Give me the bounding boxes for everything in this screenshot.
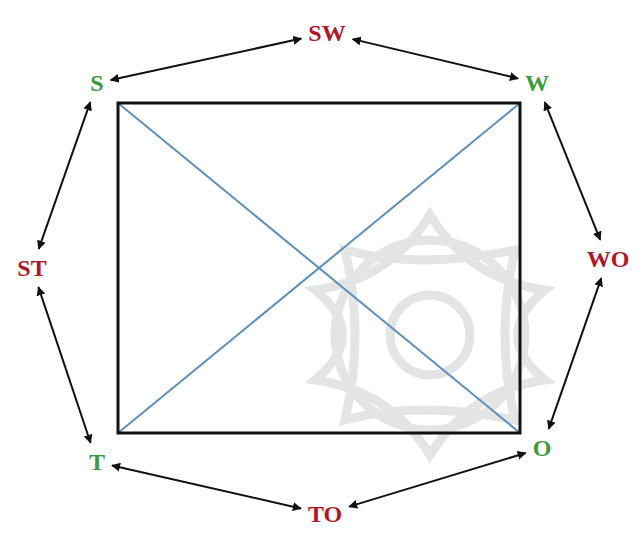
corner-label: O — [531, 434, 554, 462]
midpoint-label: ST — [15, 254, 48, 282]
diagonal-line — [118, 103, 520, 433]
node-text: W — [525, 70, 549, 96]
node-text: S — [90, 70, 103, 96]
node-text: WO — [587, 246, 630, 272]
double-arrow — [545, 102, 601, 240]
double-arrow — [112, 465, 301, 508]
midpoint-label: WO — [585, 245, 632, 273]
corner-label: W — [523, 69, 551, 97]
double-arrow — [353, 39, 518, 78]
corner-label: T — [87, 448, 107, 476]
node-text: SW — [308, 20, 345, 46]
double-arrow — [38, 287, 90, 443]
corner-label: S — [88, 69, 105, 97]
double-arrow — [111, 39, 302, 80]
node-text: TO — [308, 501, 342, 527]
watermark-pattern — [315, 215, 545, 455]
node-text: O — [533, 435, 552, 461]
double-arrow — [549, 278, 602, 429]
node-text: ST — [17, 255, 46, 281]
double-arrow — [349, 453, 526, 507]
rectangle-outline — [118, 103, 520, 433]
midpoint-label: SW — [306, 19, 347, 47]
node-text: T — [89, 449, 105, 475]
diagonal-line — [118, 103, 520, 433]
midpoint-label: TO — [306, 500, 344, 528]
double-arrow — [39, 102, 91, 249]
